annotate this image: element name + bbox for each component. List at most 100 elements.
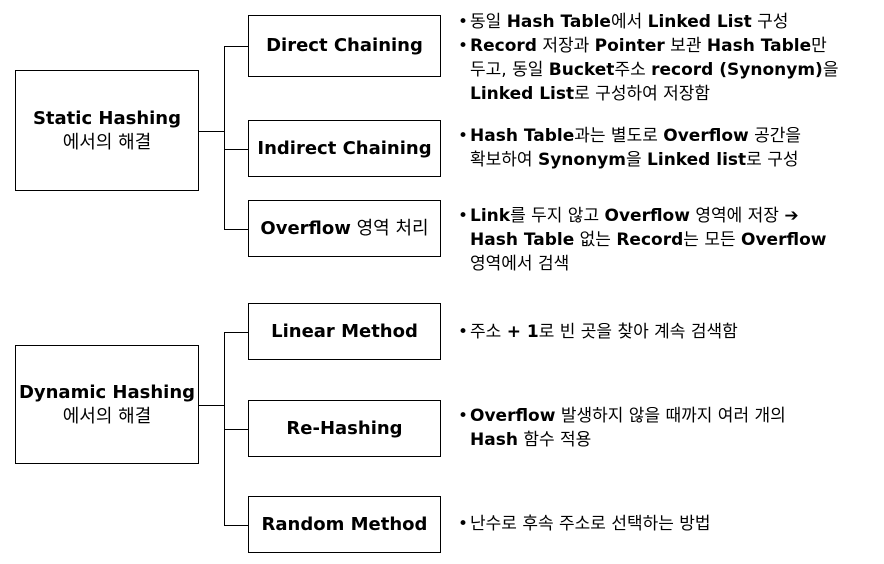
bold-text: Record bbox=[616, 230, 684, 250]
connector-branch bbox=[224, 229, 248, 230]
method-box-indirect-chaining: Indirect Chaining bbox=[248, 120, 441, 177]
connector-line bbox=[199, 131, 224, 132]
bold-text: Hash Table bbox=[470, 230, 575, 250]
text: 을 bbox=[625, 150, 648, 170]
bullet-item: •동일 Hash Table에서 Linked List 구성 bbox=[458, 10, 838, 34]
text: 로 구성하여 저장함 bbox=[574, 84, 711, 104]
text: 는 모든 bbox=[683, 230, 742, 250]
bold-text: Hash Table bbox=[470, 126, 575, 146]
bold-text: Hash bbox=[470, 430, 518, 450]
text: 주소 bbox=[470, 322, 507, 342]
connector-branch bbox=[224, 46, 248, 47]
text: 발생하지 않을 때까지 여러 개의 bbox=[555, 406, 786, 426]
bold-text: Overflow bbox=[470, 406, 556, 426]
text: 두고, 동일 bbox=[470, 60, 549, 80]
bullet-item: •난수로 후속 주소로 선택하는 방법 bbox=[458, 512, 711, 536]
bold-text: Overflow bbox=[260, 217, 351, 239]
method-label-text: Indirect Chaining bbox=[257, 137, 432, 159]
method-label-text: Linear Method bbox=[271, 320, 418, 342]
method-label-text: Re-Hashing bbox=[286, 417, 403, 439]
text: 만 bbox=[811, 36, 827, 56]
method-box-re-hashing: Re-Hashing bbox=[248, 400, 441, 457]
bullet-continuation: 확보하여 Synonym을 Linked list로 구성 bbox=[458, 148, 801, 172]
text: 확보하여 bbox=[470, 150, 538, 170]
method-box-direct-chaining: Direct Chaining bbox=[248, 15, 441, 77]
bullet-icon: • bbox=[458, 406, 469, 426]
bullet-item: •주소 + 1로 빈 곳을 찾아 계속 검색함 bbox=[458, 320, 738, 344]
method-description: •Link를 두지 않고 Overflow 영역에 저장 ➔Hash Table… bbox=[458, 204, 826, 276]
bullet-continuation: Hash Table 없는 Record는 모든 Overflow bbox=[458, 228, 826, 252]
main-box-title: Static Hashing bbox=[32, 107, 182, 129]
method-label: Indirect Chaining bbox=[257, 137, 431, 161]
method-label: Overflow 영역 처리 bbox=[260, 217, 428, 241]
bold-text: Hash Table bbox=[506, 12, 611, 32]
text: 보관 bbox=[664, 36, 707, 56]
bold-text: Pointer bbox=[594, 36, 665, 56]
bullet-item: •Record 저장과 Pointer 보관 Hash Table만 bbox=[458, 34, 838, 58]
method-label: Linear Method bbox=[271, 320, 418, 344]
bold-text: ➔ bbox=[784, 206, 799, 226]
bold-text: Linked list bbox=[647, 150, 747, 170]
bold-text: Linked List bbox=[470, 84, 575, 104]
method-description: •난수로 후속 주소로 선택하는 방법 bbox=[458, 512, 711, 536]
method-box-linear-method: Linear Method bbox=[248, 303, 441, 360]
bullet-item: •Overflow 발생하지 않을 때까지 여러 개의 bbox=[458, 404, 786, 428]
text: 을 bbox=[822, 60, 839, 80]
bold-text: Bucket bbox=[548, 60, 615, 80]
text: 난수로 후속 주소로 선택하는 방법 bbox=[470, 514, 711, 534]
main-box-subtitle: 에서의 해결 bbox=[62, 405, 152, 427]
method-label: Random Method bbox=[262, 513, 428, 537]
connector-line bbox=[199, 405, 224, 406]
text: 함수 적용 bbox=[517, 430, 592, 450]
bold-text: Overflow bbox=[663, 126, 749, 146]
bold-text: Synonym bbox=[537, 150, 626, 170]
bold-text: Record bbox=[470, 36, 537, 56]
bullet-icon: • bbox=[458, 12, 469, 32]
method-label: Direct Chaining bbox=[266, 34, 423, 58]
connector-branch bbox=[224, 429, 248, 430]
main-box-title: Dynamic Hashing bbox=[18, 381, 196, 403]
bullet-item: •Link를 두지 않고 Overflow 영역에 저장 ➔ bbox=[458, 204, 826, 228]
bullet-icon: • bbox=[458, 206, 469, 226]
text: 로 빈 곳을 찾아 계속 검색함 bbox=[538, 322, 738, 342]
text: 공간을 bbox=[748, 126, 802, 146]
method-description: •주소 + 1로 빈 곳을 찾아 계속 검색함 bbox=[458, 320, 738, 344]
connector-branch bbox=[224, 332, 248, 333]
bullet-icon: • bbox=[458, 36, 469, 56]
bullet-continuation: 영역에서 검색 bbox=[458, 252, 826, 276]
connector-trunk bbox=[224, 46, 225, 230]
text: 주소 bbox=[614, 60, 652, 80]
bold-text: Overflow bbox=[604, 206, 690, 226]
connector-branch bbox=[224, 149, 248, 150]
bullet-continuation: Hash 함수 적용 bbox=[458, 428, 786, 452]
text: 동일 bbox=[470, 12, 507, 32]
text: 영역에서 검색 bbox=[470, 254, 570, 274]
bullet-item: •Hash Table과는 별도로 Overflow 공간을 bbox=[458, 124, 801, 148]
bullet-icon: • bbox=[458, 322, 469, 342]
text: 로 구성 bbox=[746, 150, 799, 170]
bold-text: Hash Table bbox=[706, 36, 812, 56]
connector-branch bbox=[224, 525, 248, 526]
text: 에서 bbox=[610, 12, 648, 32]
bold-text: Linked List bbox=[647, 12, 752, 32]
method-description: •동일 Hash Table에서 Linked List 구성•Record 저… bbox=[458, 10, 838, 106]
bullet-icon: • bbox=[458, 514, 469, 534]
text: 를 두지 않고 bbox=[510, 206, 605, 226]
method-box-random-method: Random Method bbox=[248, 496, 441, 553]
bold-text: + 1 bbox=[506, 322, 539, 342]
bold-text: Overflow bbox=[741, 230, 827, 250]
bullet-icon: • bbox=[458, 126, 469, 146]
text: 과는 별도로 bbox=[574, 126, 664, 146]
text: 영역에 저장 bbox=[689, 206, 785, 226]
text: 저장과 bbox=[536, 36, 595, 56]
method-label: Re-Hashing bbox=[286, 417, 402, 441]
bullet-continuation: 두고, 동일 Bucket주소 record (Synonym)을 bbox=[458, 58, 838, 82]
main-box-subtitle: 에서의 해결 bbox=[62, 131, 152, 153]
method-label-text: Random Method bbox=[261, 513, 428, 535]
text: 구성 bbox=[751, 12, 789, 32]
